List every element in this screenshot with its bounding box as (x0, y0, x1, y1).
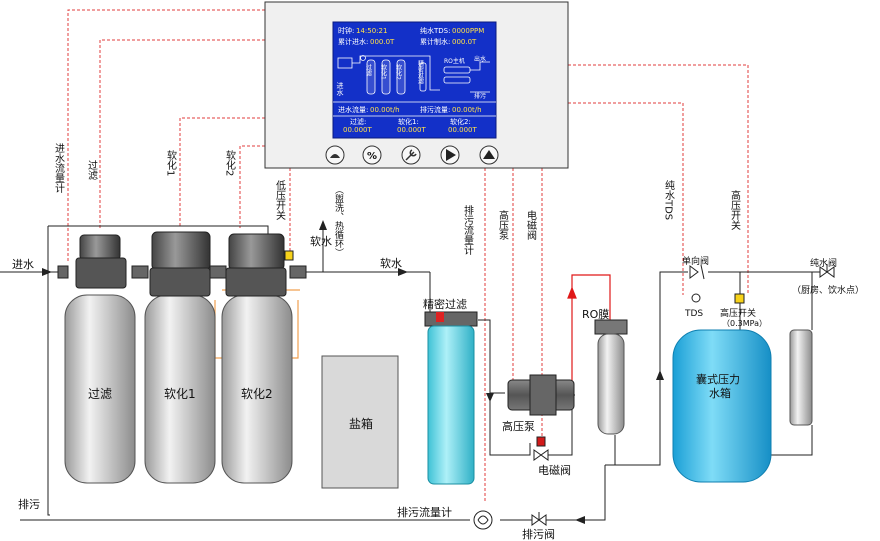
inlet-flow-meter-label: 进水流量计 (53, 143, 65, 194)
svg-text:%: % (367, 151, 377, 162)
softener-2-tank (221, 233, 293, 484)
post-filter (789, 329, 813, 426)
drain-flow-meter-bottom-label: 排污流量计 (397, 505, 452, 519)
drain-flow-meter-top-label: 排污流量计 (462, 204, 474, 256)
filter-tank-label: 过滤 (88, 387, 112, 401)
precision-filter-label: 精密过滤 (423, 297, 467, 311)
flow-arrow (398, 268, 408, 276)
percent-icon[interactable]: % (362, 145, 382, 165)
lcd-soft1-total-value: 00.000T (397, 126, 426, 134)
lcd-soft2-total-label: 软化2: (450, 117, 471, 126)
pure-water-use-label: （厨房、饮水点） (792, 284, 864, 296)
control-buttons: % (325, 145, 499, 165)
inlet-label: 进水 (12, 258, 34, 271)
lcd-in-flow-label: 进水流量: (338, 105, 368, 114)
flow-arrow (486, 393, 494, 402)
high-pressure-switch (734, 293, 745, 304)
lcd-clock-label: 时钟: (338, 26, 354, 35)
wrench-icon[interactable] (401, 145, 421, 165)
pressure-tank-line2: 水箱 (709, 386, 731, 400)
lcd-drain-label: 排污 (474, 92, 486, 100)
soft-water-use-label: （盥洗、热循环） (333, 185, 344, 257)
softener-1-tank (144, 231, 216, 484)
drain-label: 排污 (18, 497, 40, 511)
play-icon[interactable] (440, 145, 460, 165)
lcd-total-made-label: 累计制水: (420, 37, 450, 46)
high-pressure-switch-rating: （0.3MPa） (722, 319, 767, 328)
lcd-total-in-label: 累计进水: (338, 37, 368, 46)
high-pressure-pump-label: 高压泵 (502, 419, 535, 433)
high-pressure-pump-top-label: 高压泵 (497, 209, 509, 240)
ro-membrane-label: RO膜 (582, 308, 609, 321)
ro-membrane (594, 319, 628, 435)
flow-arrow (319, 220, 327, 230)
low-pressure-switch-label: 低压开关 (274, 179, 286, 221)
tds-label: TDS (684, 309, 703, 319)
solenoid-valve-top-label: 电磁阀 (525, 209, 537, 241)
tds-sensor (691, 293, 701, 303)
soft-water-up-label: 软水 (310, 234, 332, 248)
salt-box-label: 盐箱 (349, 416, 373, 431)
lcd-inlet-label: 进水 (336, 82, 344, 96)
low-pressure-switch (284, 250, 294, 261)
lcd-stage-3: 软化2 (395, 63, 402, 80)
lcd-filter-total-value: 00.000T (343, 126, 372, 134)
softener1-top-label: 软化1 (165, 149, 177, 177)
high-pressure-pipe (567, 274, 611, 385)
lcd-stage-2: 软化1 (380, 63, 387, 80)
high-pressure-pump (507, 374, 575, 416)
drain-valve-label: 排污阀 (522, 527, 555, 541)
flow-arrow (575, 516, 585, 524)
softener1-tank-label: 软化1 (164, 387, 196, 401)
lcd-stage-1: 过滤 (365, 63, 372, 77)
lcd-drain-flow-value: 00.00t/h (452, 106, 482, 114)
drain-valve (531, 512, 547, 526)
softener2-top-label: 软化2 (224, 149, 236, 177)
pressure-tank-line1: 囊式压力 (696, 372, 740, 386)
filter-tank (64, 234, 136, 484)
lcd-total-made-value: 000.0T (452, 38, 477, 46)
solenoid-valve (533, 436, 549, 461)
lcd-drain-flow-label: 排污流量: (420, 105, 450, 114)
lcd-filter-total-label: 过滤: (350, 117, 366, 126)
drain-flow-meter (473, 510, 493, 530)
flow-arrow (42, 268, 52, 276)
high-pressure-switch-top-label: 高压开关 (729, 189, 741, 231)
high-pressure-switch-label: 高压开关 (720, 307, 756, 319)
lcd-schematic (337, 55, 490, 95)
precision-filter (424, 311, 478, 485)
lcd-soft1-total-label: 软化1: (398, 117, 419, 126)
check-valve (689, 264, 705, 280)
lcd-tds-label: 纯水TDS: (420, 26, 450, 35)
tank-connectors (57, 265, 307, 279)
check-valve-label: 单向阀 (682, 255, 709, 267)
pure-tds-label: 纯水TDS (663, 179, 675, 220)
filter-top-label: 过滤 (86, 159, 98, 181)
lcd-filter-label: 精密过滤 (417, 59, 424, 85)
lcd-tds-value: 0000PPM (452, 27, 484, 35)
signal-lines (67, 9, 749, 503)
lcd-in-flow-value: 00.00t/h (370, 106, 400, 114)
lcd-screen: 时钟: 14:50:21 纯水TDS: 0000PPM 累计进水: 000.0T… (332, 21, 497, 139)
lcd-outlet-label: 出水 (474, 55, 486, 63)
softener2-tank-label: 软化2 (241, 387, 273, 401)
lcd-total-in-value: 000.0T (370, 38, 395, 46)
salt-box (321, 355, 399, 489)
up-icon[interactable] (479, 145, 499, 165)
pressure-tank (672, 329, 772, 483)
lcd-clock-value: 14:50:21 (356, 27, 387, 35)
hand-icon[interactable] (325, 145, 345, 165)
soft-water-right-label: 软水 (380, 256, 402, 270)
pure-water-valve (819, 264, 835, 278)
flow-arrow (656, 370, 664, 380)
lcd-soft2-total-value: 00.000T (448, 126, 477, 134)
pure-water-valve-label: 纯水阀 (810, 257, 837, 269)
lcd-ro-main-label: RO主机 (444, 57, 465, 65)
solenoid-valve-label: 电磁阀 (538, 463, 571, 477)
